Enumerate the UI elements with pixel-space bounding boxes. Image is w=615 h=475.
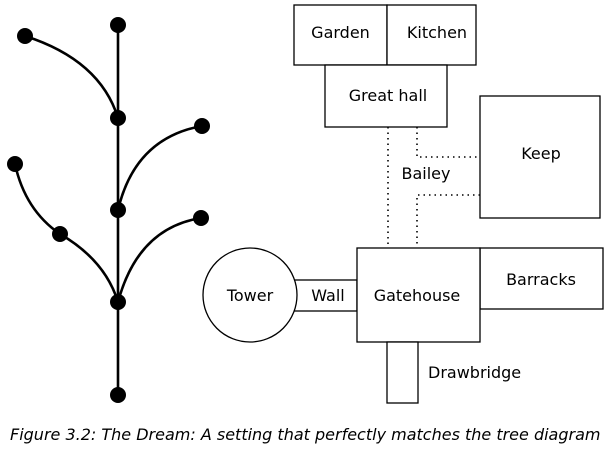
tree-node-trunk-3 — [110, 294, 126, 310]
barracks-label: Barracks — [506, 270, 576, 289]
tree-and-castle-diagram: Garden Kitchen Great hall Keep Bailey Ba… — [7, 4, 604, 404]
tree-node-right-leaf-2 — [193, 210, 209, 226]
tree-diagram — [7, 17, 210, 403]
bailey-path-right-lower — [416, 194, 480, 248]
great-hall-room — [324, 64, 448, 128]
tree-node-right-leaf-1 — [194, 118, 210, 134]
castle-plan: Garden Kitchen Great hall Keep Bailey Ba… — [202, 4, 604, 404]
wall-label: Wall — [311, 286, 345, 305]
tree-node-trunk-1 — [110, 110, 126, 126]
tree-branch-mid-left — [13, 162, 62, 236]
kitchen-label: Kitchen — [407, 23, 467, 42]
gatehouse-label: Gatehouse — [374, 286, 461, 305]
tree-branch-lower-left — [58, 232, 120, 304]
figure-caption: Figure 3.2: The Dream: A setting that pe… — [10, 425, 601, 444]
tree-branch-lower-right — [116, 216, 203, 304]
drawbridge-label: Drawbridge — [428, 363, 521, 382]
tree-node-left-leaf-2 — [7, 156, 23, 172]
keep-label: Keep — [521, 144, 561, 163]
tree-node-top-left-leaf — [17, 28, 33, 44]
tree-node-left-mid — [52, 226, 68, 242]
keep-room — [479, 95, 601, 219]
bailey-path-right-upper — [416, 127, 480, 158]
kitchen-room — [386, 4, 477, 66]
tree-node-top — [110, 17, 126, 33]
tree-node-trunk-2 — [110, 202, 126, 218]
tower-circle — [202, 247, 298, 343]
bailey-label: Bailey — [402, 164, 451, 183]
tree-node-bottom — [110, 387, 126, 403]
garden-label: Garden — [311, 23, 370, 42]
gatehouse-room — [356, 247, 481, 343]
great-hall-label: Great hall — [349, 86, 427, 105]
tower-label: Tower — [226, 286, 274, 305]
tree-branch-top-left — [23, 34, 120, 120]
drawbridge-room — [386, 341, 419, 404]
tree-branch-top-right — [116, 124, 204, 212]
